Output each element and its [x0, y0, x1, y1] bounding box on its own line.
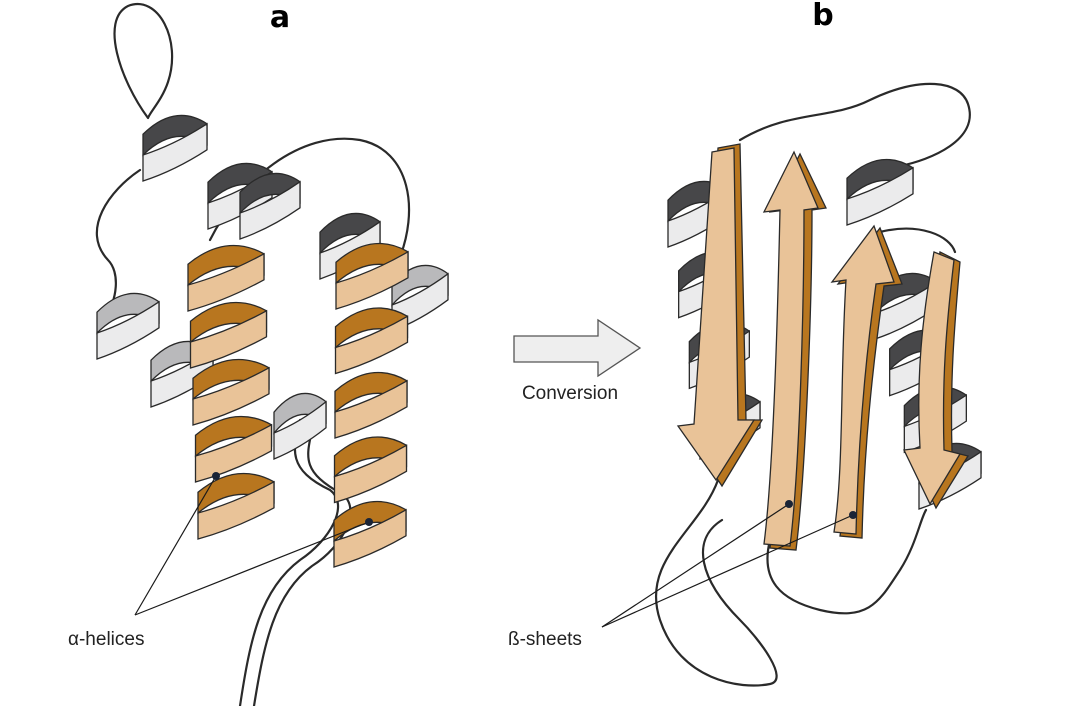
bottom-left-loop [654, 478, 778, 687]
alpha-helix-2-turn-3-front [334, 379, 408, 439]
panel-a-leaders [134, 472, 373, 616]
alpha-helix-2-turn-2-front [334, 315, 409, 375]
beta-sheets-label: ß-sheets [508, 629, 582, 650]
leader-line-strand-1 [601, 503, 790, 628]
grey-helix-b-top-turn-1-front [846, 166, 914, 226]
panel-a: a α-helices [68, 0, 449, 706]
conversion-label: Conversion [522, 383, 618, 404]
panel-b-label: b [812, 0, 833, 33]
alpha-helix-1-turn-3-front [192, 366, 270, 426]
beta-strand-3-face [830, 224, 895, 535]
alpha-helix-2-turn-5-front [333, 508, 407, 568]
left-loop [95, 168, 142, 320]
grey-helix-mid-turn-1-front [273, 400, 327, 460]
leader-dot-helix-1 [212, 472, 220, 480]
top-loop [738, 82, 971, 168]
leader-dot-strand-1 [785, 500, 793, 508]
conversion-arrow-shape [513, 318, 642, 378]
panel-b-beta-strands [676, 143, 970, 551]
beta-strand-1-face [676, 147, 756, 482]
beta-strand-1 [676, 143, 764, 488]
bottom-tail-loop [238, 418, 340, 706]
panel-a-grey-helices [96, 114, 449, 460]
panel-b-coil-loops [654, 82, 971, 687]
bottom-right-loop [766, 508, 928, 615]
alpha-helices-label: α-helices [68, 629, 144, 650]
leader-line-helix-1 [134, 475, 217, 616]
conversion-arrow: Conversion [513, 318, 642, 404]
beta-strand-3 [830, 224, 903, 539]
grey-helix-top-turn-1-front [142, 122, 208, 182]
leader-line-strand-2 [601, 514, 854, 628]
beta-strand-4-face [903, 251, 962, 506]
alpha-helix-2-turn-1-front [335, 250, 409, 310]
leader-dot-strand-2 [849, 511, 857, 519]
panel-b-leaders [601, 500, 857, 628]
top-loop [113, 3, 174, 120]
panel-a-label: a [270, 0, 290, 35]
alpha-helix-1-turn-2-front [189, 309, 268, 369]
grey-helix-upper-turn-1-front [239, 180, 301, 240]
beta-strand-2-face [762, 150, 819, 547]
beta-strand-4 [903, 251, 970, 510]
leader-line-helix-2 [134, 521, 370, 616]
panel-b: b [508, 0, 982, 687]
leader-dot-helix-2 [365, 518, 373, 526]
beta-strand-2 [762, 150, 827, 551]
alpha-helix-1-turn-5-front [197, 480, 275, 540]
right-arc-loop [878, 227, 957, 254]
alpha-helix-2-turn-4-front [333, 444, 408, 504]
alpha-helix-1-turn-1-front [187, 252, 265, 312]
panel-a-alpha-helices [187, 242, 409, 568]
grey-helix-left-turn-1-front [96, 300, 160, 360]
